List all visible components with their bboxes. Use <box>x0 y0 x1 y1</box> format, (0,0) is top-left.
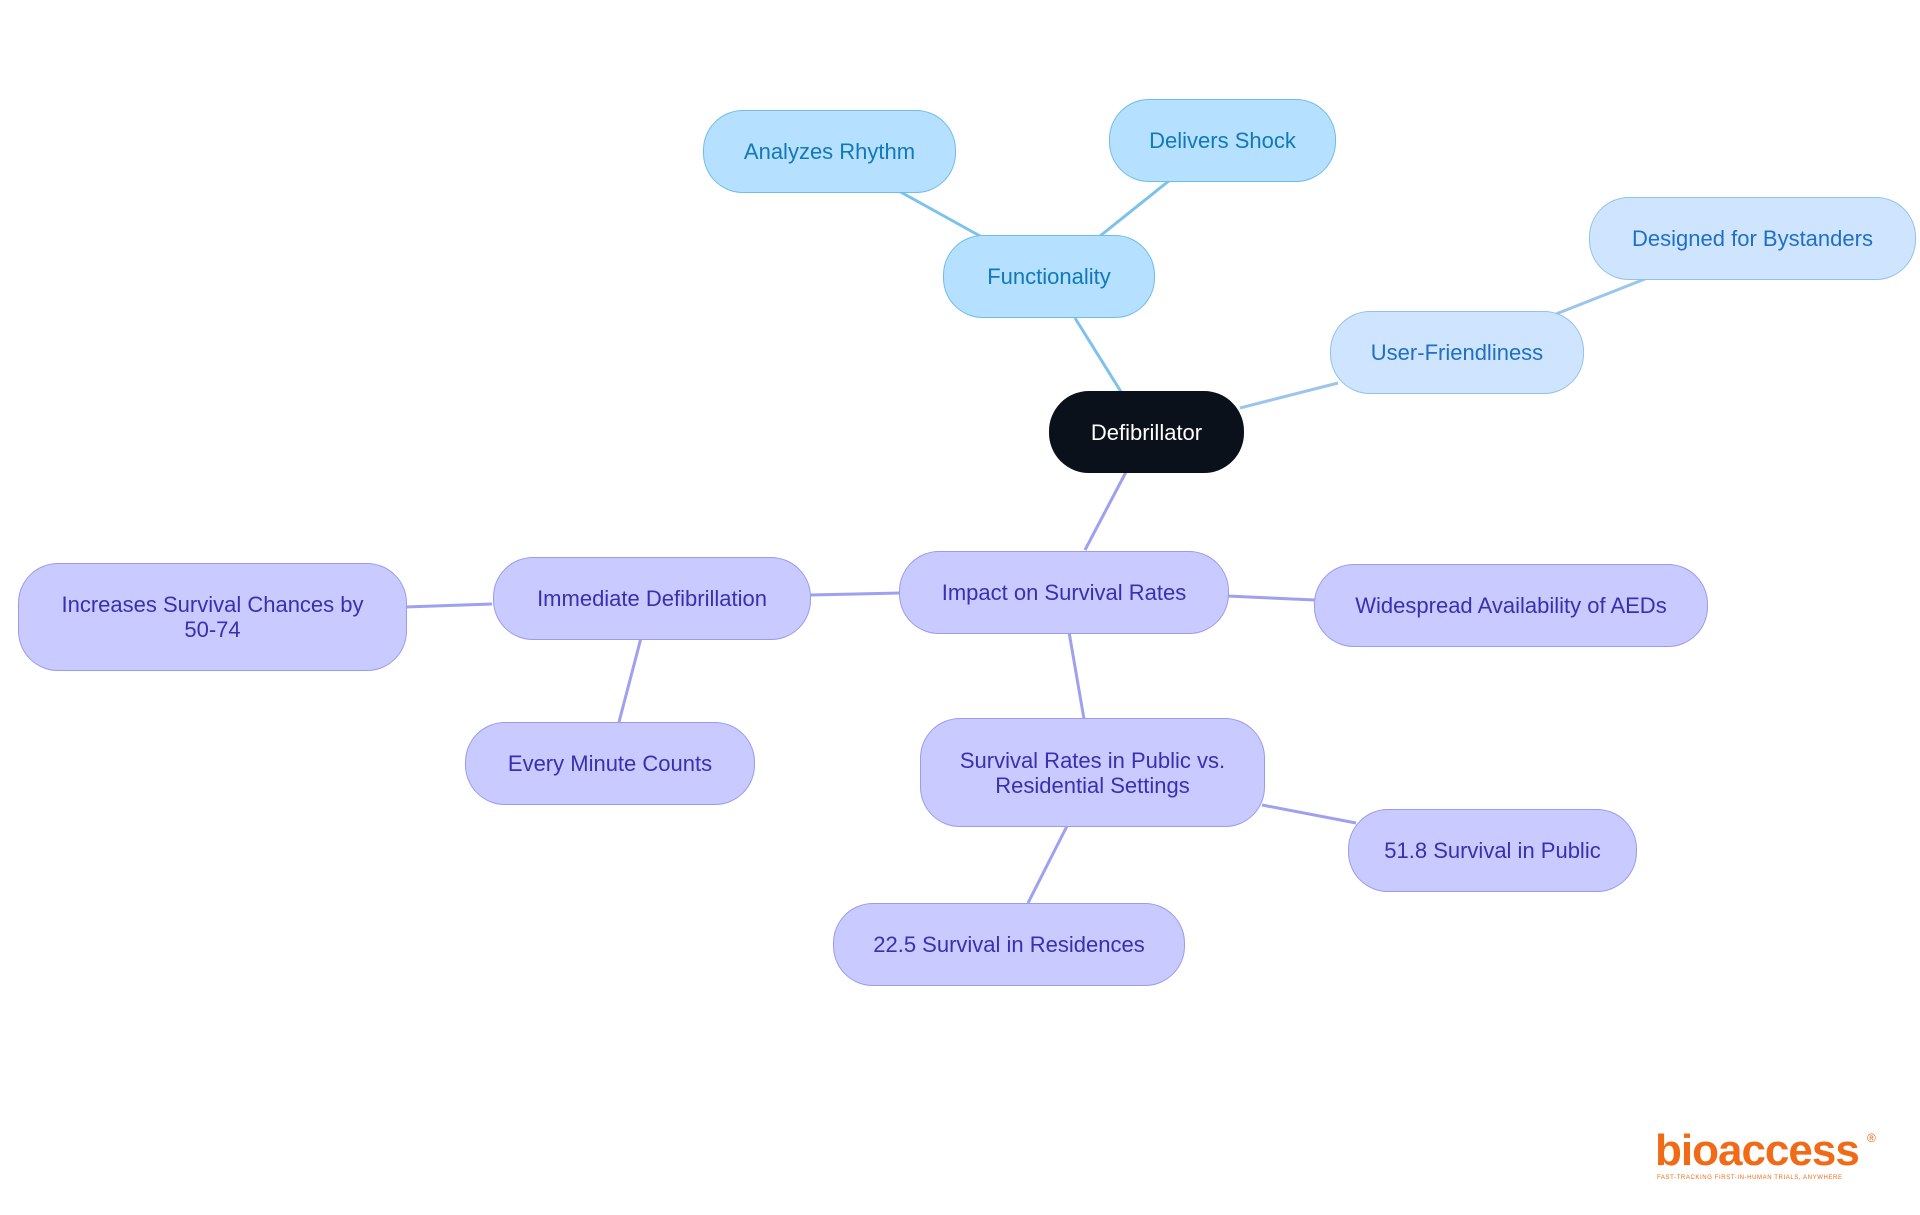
edge-functionality-analyzes <box>896 188 981 238</box>
node-survival-in-residences: 22.5 Survival in Residences <box>833 903 1185 986</box>
node-label: Widespread Availability of AEDs <box>1355 593 1667 618</box>
node-label-line2: Residential Settings <box>995 772 1190 798</box>
node-label: Defibrillator <box>1090 419 1203 445</box>
node-functionality: Functionality <box>943 235 1155 318</box>
node-label: Designed for Bystanders <box>1632 226 1873 251</box>
bioaccess-logo: bioaccess ® FAST-TRACKING FIRST-IN-HUMAN… <box>1655 1126 1876 1184</box>
logo-wordmark: bioaccess <box>1655 1126 1860 1175</box>
node-analyzes-rhythm: Analyzes Rhythm <box>703 110 956 193</box>
node-label: Increases Survival Chances by 50-74 <box>61 592 364 642</box>
edge-settings-public <box>1261 803 1357 825</box>
node-label: Impact on Survival Rates <box>941 580 1187 605</box>
node-every-minute-counts: Every Minute Counts <box>465 722 755 805</box>
edge-impact-availability <box>1226 594 1316 602</box>
node-impact-on-survival-rates: Impact on Survival Rates <box>899 551 1229 634</box>
edge-impact-immediate <box>809 591 901 597</box>
edge-root-functionality <box>1073 317 1125 396</box>
node-label: User-Friendliness <box>1370 340 1544 365</box>
node-survival-rates-settings: Survival Rates in Public vs. Residential… <box>920 718 1265 827</box>
node-immediate-defibrillation: Immediate Defibrillation <box>493 557 811 640</box>
edge-impact-settings <box>1067 631 1086 720</box>
logo-registered-mark: ® <box>1867 1131 1876 1145</box>
node-widespread-availability: Widespread Availability of AEDs <box>1314 564 1708 647</box>
node-label-line1: Survival Rates in Public vs. <box>959 747 1226 773</box>
node-label: 22.5 Survival in Residences <box>873 932 1145 957</box>
node-label: Functionality <box>987 264 1111 289</box>
edge-settings-residences <box>1026 825 1069 904</box>
node-label: Every Minute Counts <box>507 751 713 776</box>
node-defibrillator: Defibrillator <box>1049 391 1244 473</box>
node-label: Analyzes Rhythm <box>743 139 916 164</box>
logo-tagline: FAST-TRACKING FIRST-IN-HUMAN TRIALS, ANY… <box>1657 1175 1843 1181</box>
edge-functionality-delivers <box>1099 178 1171 238</box>
node-label: 51.8 Survival in Public <box>1384 838 1601 863</box>
edge-user-bystanders <box>1555 277 1646 316</box>
node-label: Immediate Defibrillation <box>537 586 767 611</box>
node-survival-in-public: 51.8 Survival in Public <box>1348 809 1637 892</box>
node-designed-for-bystanders: Designed for Bystanders <box>1589 197 1916 280</box>
edge-root-user <box>1239 381 1339 410</box>
edge-immediate-increases <box>404 602 493 609</box>
node-delivers-shock: Delivers Shock <box>1109 99 1336 182</box>
edge-immediate-every-minute <box>617 637 643 723</box>
node-increases-survival-chances: Increases Survival Chances by 50-74 <box>18 563 407 671</box>
node-user-friendliness: User-Friendliness <box>1330 311 1584 394</box>
node-label: Delivers Shock <box>1149 128 1296 153</box>
edge-root-impact <box>1083 471 1128 551</box>
